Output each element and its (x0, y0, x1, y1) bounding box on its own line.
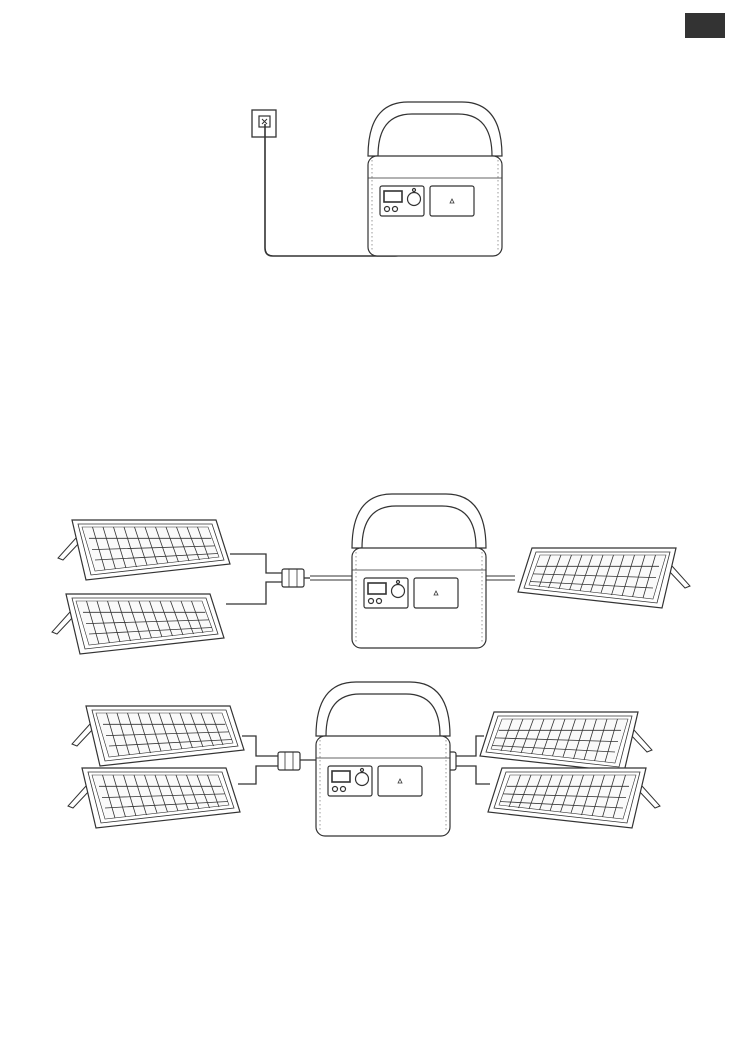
solar-panel (68, 768, 240, 828)
parallel-y-connector (282, 569, 304, 587)
solar-panel (480, 712, 652, 772)
solar-panel (488, 768, 660, 828)
figure-three-panel-solar-charging (52, 494, 690, 654)
solar-panel (72, 706, 244, 766)
power-station (352, 494, 486, 648)
power-station (368, 102, 502, 256)
figure-wall-outlet-charging (252, 102, 502, 256)
power-station (316, 682, 450, 836)
solar-panel (52, 594, 224, 654)
parallel-y-connector (278, 752, 300, 770)
wall-outlet-icon (252, 110, 276, 137)
solar-panel (518, 548, 690, 608)
solar-panel (58, 520, 230, 580)
figure-four-panel-solar-charging (68, 682, 660, 836)
